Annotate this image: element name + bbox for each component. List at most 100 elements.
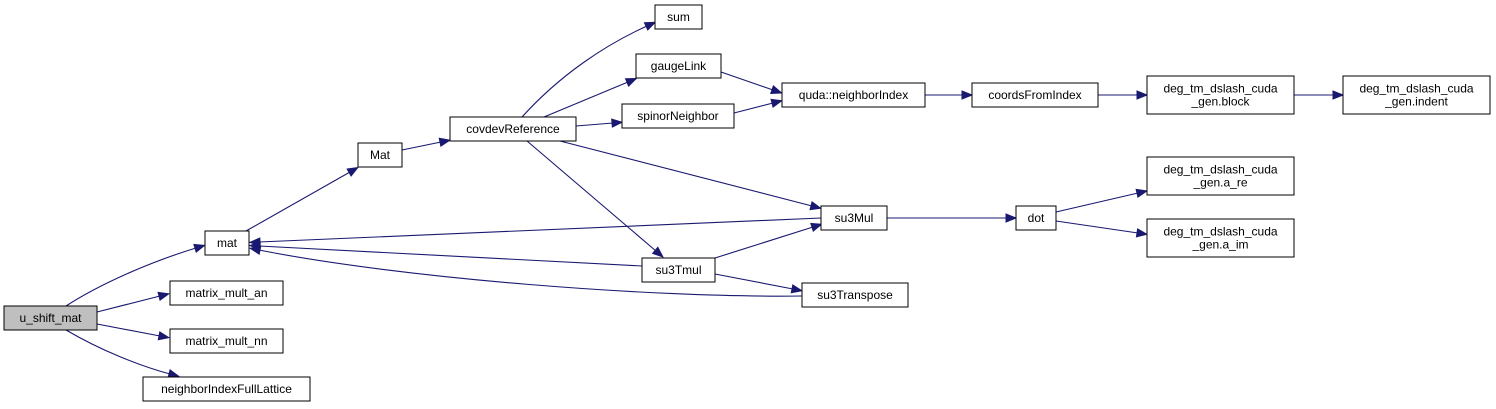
edge-su3Tmul-to-su3Transpose — [714, 273, 804, 294]
edge-line — [526, 140, 657, 252]
node-label: deg_tm_dslash_cuda — [1163, 82, 1277, 96]
node-label: Mat — [370, 148, 391, 162]
node-quda-neighborindex[interactable]: quda::neighborIndex — [781, 82, 926, 108]
node-label: su3Transpose — [817, 288, 893, 302]
edge-dot-to-gen_a_re — [1055, 188, 1149, 213]
edge-line — [559, 140, 813, 207]
node-label: deg_tm_dslash_cuda — [1163, 225, 1277, 239]
node-box[interactable] — [169, 280, 284, 306]
node-gen-indent[interactable]: deg_tm_dslash_cuda_gen.indent — [1342, 75, 1491, 115]
node-box[interactable] — [635, 53, 722, 79]
edge-covdevReference-to-spinorNeighbor — [575, 118, 624, 128]
node-label: sum — [667, 10, 690, 24]
arrowhead-icon — [1135, 228, 1149, 238]
arrowhead-icon — [1005, 213, 1018, 223]
node-label: matrix_mult_nn — [185, 334, 267, 348]
edge-su3Mul-to-mat — [248, 217, 822, 247]
arrowhead-icon — [624, 78, 638, 87]
edge-covdevReference-to-sum — [521, 21, 657, 118]
node-label: coordsFromIndex — [988, 88, 1081, 102]
arrowhead-icon — [770, 98, 784, 108]
node-box[interactable] — [1146, 218, 1295, 258]
edge-quda_neighborIndex-to-coordsFromIndex — [925, 90, 974, 100]
edge-line — [258, 249, 803, 297]
node-su3transpose[interactable]: su3Transpose — [801, 282, 909, 308]
edge-coordsFromIndex-to-gen_block — [1098, 90, 1149, 100]
edge-gen_block-to-gen_indent — [1294, 90, 1345, 100]
node-mat[interactable]: mat — [204, 230, 250, 256]
node-neighborindexfulllattice[interactable]: neighborIndexFullLattice — [142, 376, 311, 402]
node-box[interactable] — [621, 103, 735, 129]
edge-line — [543, 81, 629, 118]
node-box[interactable] — [1342, 75, 1491, 115]
edge-covdevReference-to-su3Mul — [559, 140, 823, 211]
arrowhead-icon — [157, 331, 171, 341]
node-coordsfromindex[interactable]: coordsFromIndex — [971, 82, 1099, 108]
arrowhead-icon — [809, 201, 823, 211]
node-su3mul[interactable]: su3Mul — [820, 205, 888, 231]
node-box[interactable] — [641, 257, 716, 283]
edge-u_shift_mat-to-matrix_mult_an — [96, 291, 171, 313]
node-box[interactable] — [1015, 205, 1057, 231]
arrowhead-icon — [961, 90, 974, 100]
edge-gaugeLink-to-quda_neighborIndex — [720, 71, 783, 94]
edge-su3Tmul-to-su3Mul — [714, 222, 823, 259]
node-box[interactable] — [971, 82, 1099, 108]
node-box[interactable] — [1146, 75, 1295, 115]
edge-line — [714, 226, 814, 259]
node-box[interactable] — [1146, 156, 1295, 196]
node-box[interactable] — [449, 116, 577, 142]
node-matrix-mult-nn[interactable]: matrix_mult_nn — [169, 328, 284, 354]
node-su3tmul[interactable]: su3Tmul — [641, 257, 716, 283]
edge-line — [96, 295, 161, 313]
edge-dot-to-gen_a_im — [1055, 220, 1149, 238]
node-label: _gen.indent — [1384, 95, 1448, 109]
arrowhead-icon — [611, 118, 624, 128]
node-mat[interactable]: Mat — [357, 142, 403, 168]
arrowhead-icon — [790, 284, 804, 294]
node-matrix-mult-an[interactable]: matrix_mult_an — [169, 280, 284, 306]
node-label: _gen.block — [1190, 95, 1250, 109]
node-u-shift-mat[interactable]: u_shift_mat — [3, 305, 98, 331]
edge-line — [720, 71, 774, 91]
node-box[interactable] — [3, 305, 98, 331]
node-gen-block[interactable]: deg_tm_dslash_cuda_gen.block — [1146, 75, 1295, 115]
node-gen-a-im[interactable]: deg_tm_dslash_cuda_gen.a_im — [1146, 218, 1295, 258]
node-label: dot — [1028, 211, 1045, 225]
node-box[interactable] — [781, 82, 926, 108]
edge-u_shift_mat-to-matrix_mult_nn — [96, 323, 171, 341]
edge-u_shift_mat-to-mat — [65, 243, 206, 307]
edge-line — [714, 273, 794, 290]
arrowhead-icon — [651, 246, 664, 258]
arrowhead-icon — [248, 245, 262, 255]
node-box[interactable] — [169, 328, 284, 354]
arrowhead-icon — [1135, 188, 1149, 198]
node-gen-a-re[interactable]: deg_tm_dslash_cuda_gen.a_re — [1146, 156, 1295, 196]
node-label: su3Mul — [835, 211, 874, 225]
edge-su3Mul-to-dot — [887, 213, 1018, 223]
edge-line — [1055, 192, 1139, 213]
node-box[interactable] — [357, 142, 403, 168]
edge-line — [65, 329, 171, 375]
arrowhead-icon — [810, 222, 823, 232]
node-box[interactable] — [654, 4, 703, 30]
node-box[interactable] — [801, 282, 909, 308]
edge-su3Transpose-to-mat — [248, 245, 803, 297]
node-box[interactable] — [820, 205, 888, 231]
nodes-layer: u_shift_mat mat matrix_mult_an matrix_mult_… — [3, 4, 1491, 402]
edge-line — [733, 102, 774, 114]
edge-line — [1055, 220, 1139, 234]
node-label: spinorNeighbor — [637, 109, 718, 123]
edge-line — [575, 122, 614, 127]
node-covdevreference[interactable]: covdevReference — [449, 116, 577, 142]
node-label: su3Tmul — [655, 263, 701, 277]
arrowhead-icon — [1332, 90, 1345, 100]
node-sum[interactable]: sum — [654, 4, 703, 30]
node-box[interactable] — [204, 230, 250, 256]
node-box[interactable] — [142, 376, 311, 402]
node-gaugelink[interactable]: gaugeLink — [635, 53, 722, 79]
node-spinorneighbor[interactable]: spinorNeighbor — [621, 103, 735, 129]
node-label: neighborIndexFullLattice — [161, 382, 292, 396]
node-label: quda::neighborIndex — [799, 88, 908, 102]
node-dot[interactable]: dot — [1015, 205, 1057, 231]
